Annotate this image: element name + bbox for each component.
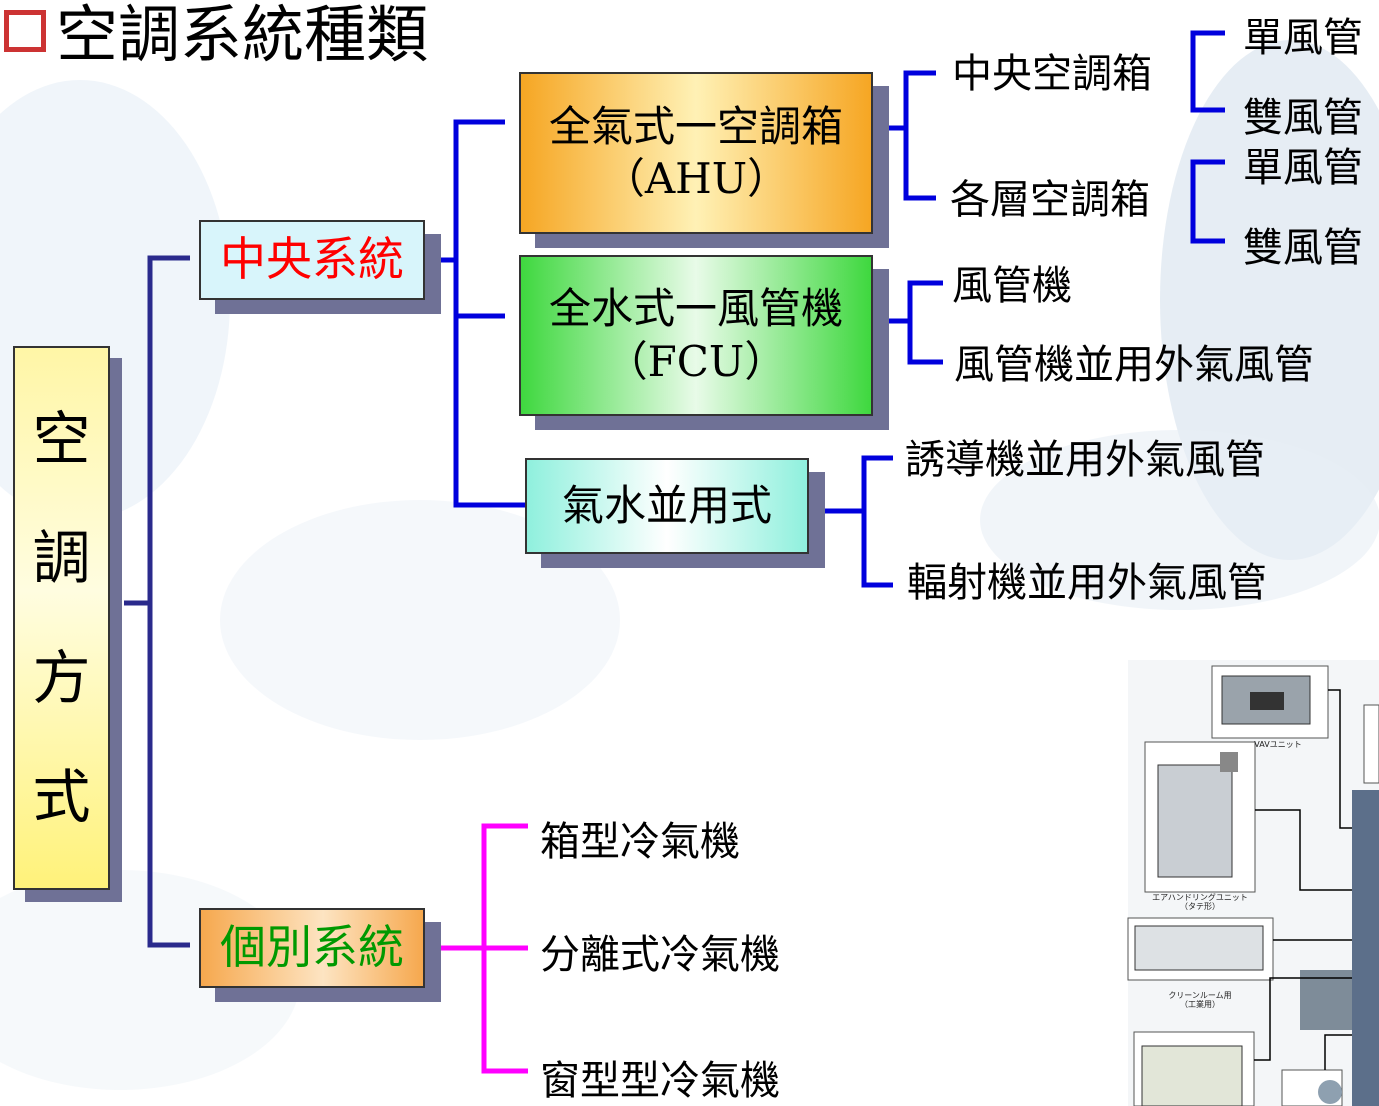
ahu-sublabel: （AHU）: [602, 154, 790, 203]
root-box: 空 調 方 式: [13, 346, 110, 890]
ahu-branch-line: [903, 70, 936, 201]
floor-ahu-label: 各層空調箱: [950, 177, 1150, 223]
photo-label-vav: VAVユニット: [1254, 740, 1302, 749]
floor-ahu-bracket: [1190, 159, 1225, 244]
radiant-unit-label: 輻射機並用外氣風管: [907, 560, 1267, 606]
root-branch-line: [147, 255, 190, 948]
root-char: 空: [32, 404, 91, 473]
root-char: 方: [32, 643, 91, 712]
central-ahu-bracket: [1190, 30, 1225, 113]
central-system-label: 中央系統: [220, 232, 404, 287]
page-title-text: 空調系統種類: [56, 0, 429, 71]
single-duct-label: 單風管: [1243, 145, 1363, 191]
page-title: 空調系統種類: [0, 4, 428, 66]
mixed-system-label: 氣水並用式: [561, 480, 772, 530]
fcu-label: 全水式一風管機: [548, 284, 843, 333]
individual-system-label: 個別系統: [220, 920, 404, 975]
photo-label-ahu: エアハンドリングユニット （タテ形）: [1140, 893, 1260, 912]
central-ahu-label: 中央空調箱: [952, 51, 1152, 97]
photo-label-ahu-line1: エアハンドリングユニット: [1152, 893, 1248, 902]
photo-label-cleanroom-line1: クリーンルーム用: [1168, 991, 1232, 1000]
window-ac-label: 窗型型冷氣機: [540, 1058, 780, 1104]
fan-coil-label: 風管機: [952, 263, 1072, 309]
mixed-branch-line: [861, 455, 893, 588]
central-system-box: 中央系統: [199, 220, 425, 300]
photo-label-ahu-line2: （タテ形）: [1180, 901, 1220, 911]
mixed-system-box: 氣水並用式: [525, 458, 809, 554]
induction-unit-label: 誘導機並用外氣風管: [905, 437, 1265, 483]
root-char: 調: [32, 524, 91, 593]
root-char: 式: [32, 763, 91, 832]
packaged-ac-label: 箱型冷氣機: [540, 819, 740, 865]
individual-system-box: 個別系統: [199, 908, 425, 988]
fcu-box: 全水式一風管機 （FCU）: [519, 255, 873, 416]
photo-label-cleanroom: クリーンルーム用 （工業用）: [1140, 991, 1260, 1010]
equipment-photo: [1127, 660, 1379, 1106]
dual-duct-label: 雙風管: [1243, 225, 1363, 271]
split-ac-label: 分離式冷氣機: [540, 932, 780, 978]
photo-label-cleanroom-line2: （工業用）: [1180, 999, 1220, 1009]
ahu-label: 全氣式一空調箱: [548, 101, 843, 151]
fan-coil-outdoor-air-label: 風管機並用外氣風管: [954, 342, 1314, 388]
square-bullet-icon: [4, 10, 46, 52]
fcu-sublabel: （FCU）: [605, 336, 787, 386]
fcu-branch-line: [907, 280, 943, 365]
dual-duct-label: 雙風管: [1243, 95, 1363, 141]
ahu-box: 全氣式一空調箱 （AHU）: [519, 72, 873, 234]
single-duct-label: 單風管: [1243, 15, 1363, 61]
